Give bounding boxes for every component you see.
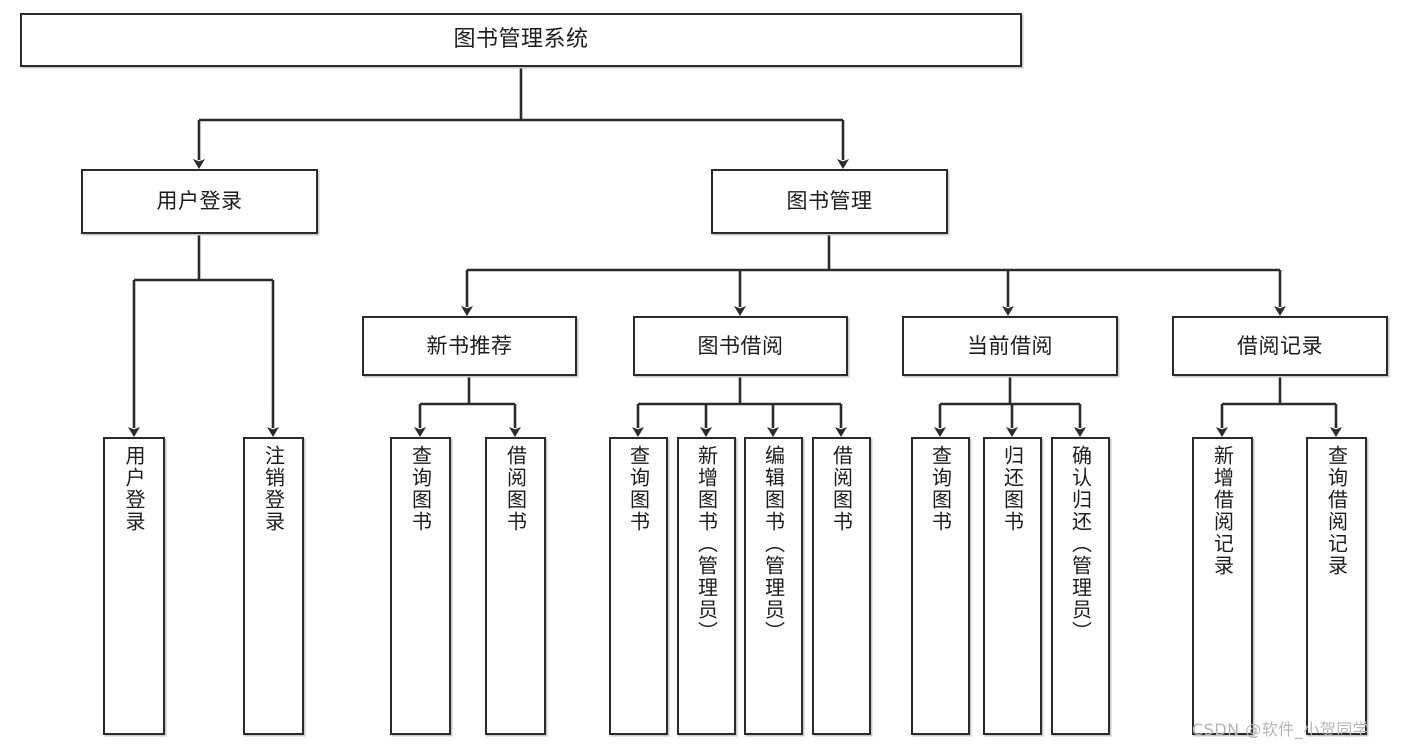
- node-book-management[interactable]: 图书管理: [711, 169, 948, 234]
- node-label: 用户登录: [122, 445, 146, 533]
- node-leaf-edit-book-admin[interactable]: 编辑图书（管理员）: [744, 437, 803, 735]
- node-leaf-return-book[interactable]: 归还图书: [983, 437, 1042, 735]
- node-new-book-recommend[interactable]: 新书推荐: [362, 316, 577, 376]
- node-label: 借阅记录: [1237, 333, 1323, 358]
- node-leaf-add-borrow-record[interactable]: 新增借阅记录: [1192, 437, 1253, 735]
- node-label: 新书推荐: [426, 333, 513, 358]
- node-label: 借阅图书: [503, 445, 528, 533]
- node-leaf-query-borrow-record[interactable]: 查询借阅记录: [1306, 437, 1367, 735]
- node-label: 用户登录: [156, 189, 243, 214]
- node-leaf-borrow-book[interactable]: 借阅图书: [812, 437, 871, 735]
- node-label: 注销登录: [261, 445, 286, 533]
- node-book-borrow[interactable]: 图书借阅: [633, 316, 848, 376]
- node-label: 图书借阅: [697, 333, 784, 358]
- node-leaf-logout[interactable]: 注销登录: [243, 437, 304, 735]
- node-label: 新增借阅记录: [1210, 445, 1235, 577]
- node-leaf-query-book-current[interactable]: 查询图书: [911, 437, 970, 735]
- node-label: 当前借阅: [967, 333, 1053, 358]
- node-user-login[interactable]: 用户登录: [81, 169, 318, 234]
- node-leaf-borrow-book-recommend[interactable]: 借阅图书: [485, 437, 546, 735]
- node-label: 查询借阅记录: [1324, 445, 1349, 577]
- node-leaf-query-book-recommend[interactable]: 查询图书: [390, 437, 451, 735]
- node-label: 图书管理: [786, 189, 873, 214]
- node-label: 归还图书: [1000, 445, 1025, 533]
- node-label: 确认归还（管理员）: [1068, 445, 1093, 643]
- node-label: 图书管理系统: [453, 27, 589, 53]
- csdn-watermark: CSDN @软件_小贺同学: [1192, 720, 1370, 739]
- node-root-book-management-system[interactable]: 图书管理系统: [20, 13, 1022, 67]
- node-label: 新增图书（管理员）: [694, 445, 719, 643]
- node-current-borrow[interactable]: 当前借阅: [902, 316, 1118, 376]
- node-label: 查询图书: [408, 445, 433, 533]
- node-leaf-user-login[interactable]: 用户登录: [103, 437, 165, 735]
- node-leaf-confirm-return-admin[interactable]: 确认归还（管理员）: [1051, 437, 1110, 735]
- node-label: 借阅图书: [829, 445, 854, 533]
- node-borrow-record[interactable]: 借阅记录: [1172, 316, 1388, 376]
- node-label: 编辑图书（管理员）: [761, 445, 786, 643]
- node-label: 查询图书: [626, 445, 651, 533]
- node-leaf-query-book-borrow[interactable]: 查询图书: [609, 437, 668, 735]
- node-label: 查询图书: [928, 445, 953, 533]
- node-leaf-add-book-admin[interactable]: 新增图书（管理员）: [677, 437, 736, 735]
